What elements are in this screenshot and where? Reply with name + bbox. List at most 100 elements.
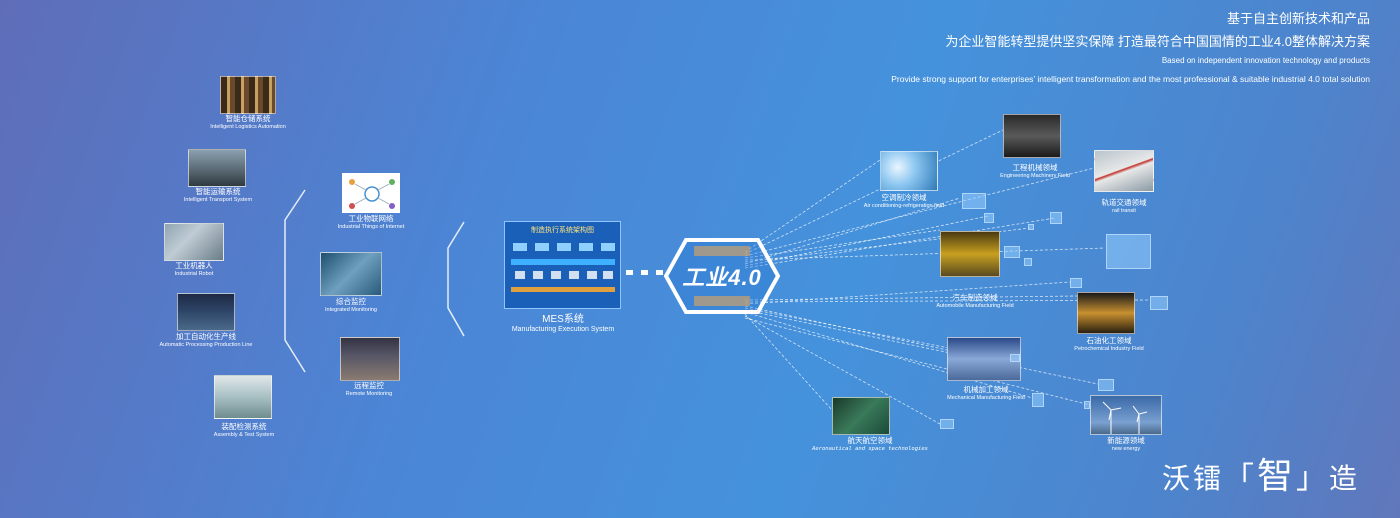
- brand-bracket-close: 」: [1295, 462, 1329, 495]
- intelligent-logistics-en: Intelligent Logistics Automation: [210, 123, 286, 130]
- industrial-robot-en: Industrial Robot: [174, 270, 214, 277]
- iot-network-icon: [349, 179, 395, 209]
- new-energy-image: [1090, 395, 1162, 435]
- new-energy-en: new energy: [1111, 445, 1141, 452]
- decor-square: [1106, 234, 1151, 269]
- new-energy-cn: 新能源领域: [1107, 436, 1145, 445]
- petrochemical-cn: 石油化工领域: [1086, 336, 1132, 345]
- intelligent-transport-caption: 智能运输系统 Intelligent Transport System: [160, 187, 276, 203]
- air-conditioning-en: Air conditioning-refrigeration field: [863, 202, 945, 209]
- remote-monitoring-image: [340, 337, 400, 381]
- decor-square: [1050, 212, 1062, 224]
- decor-square: [940, 419, 954, 429]
- intelligent-logistics-cn: 智能仓储系统: [225, 114, 271, 123]
- decor-square: [1028, 224, 1034, 230]
- processing-line-en: Automatic Processing Production Line: [159, 341, 253, 348]
- industrial-robot-cn: 工业机器人: [175, 261, 213, 270]
- engineering-machinery-image: [1003, 114, 1061, 158]
- processing-line-image: [177, 293, 235, 331]
- assembly-test-cn: 装配检测系统: [221, 422, 267, 431]
- aerospace-caption: 航天航空领域 Aeronautical and space technologi…: [808, 436, 932, 452]
- decor-square: [1024, 258, 1032, 266]
- brand-logo: 沃镭「智」造: [1162, 447, 1360, 499]
- automobile-cn: 汽车制造领域: [952, 293, 998, 302]
- engineering-machinery-caption: 工程机械领域 Engineering Machinery Field: [980, 163, 1090, 179]
- mechanical-manufacturing-en: Mechanical Manufacturing Field: [947, 394, 1025, 401]
- new-energy-caption: 新能源领域 new energy: [1076, 436, 1176, 452]
- mes-system-image: 制造执行系统架构图: [504, 221, 621, 309]
- engineering-machinery-en: Engineering Machinery Field: [1000, 172, 1070, 179]
- decor-square: [962, 193, 986, 209]
- brand-char-1: 沃: [1161, 463, 1193, 494]
- decor-square: [1070, 278, 1082, 288]
- mes-hub-dots: [626, 270, 663, 275]
- left-bracket: [284, 189, 306, 373]
- decor-square: [1098, 379, 1114, 391]
- decor-square: [1032, 393, 1044, 407]
- rail-transit-image: [1094, 150, 1154, 192]
- rail-transit-caption: 轨道交通领域 rail transit: [1074, 198, 1174, 214]
- air-conditioning-caption: 空调制冷领域 Air conditioning-refrigeration fi…: [852, 193, 956, 209]
- automobile-caption: 汽车制造领域 Automobile Manufacturing Field: [920, 293, 1030, 309]
- decor-square: [1004, 246, 1020, 258]
- hub-hexagon: [663, 238, 781, 314]
- middle-bracket: [447, 221, 465, 337]
- air-conditioning-cn: 空调制冷领域: [881, 193, 927, 202]
- industrial-robot-image: [164, 223, 224, 261]
- automobile-image: [940, 231, 1000, 277]
- processing-line-caption: 加工自动化生产线 Automatic Processing Production…: [146, 332, 266, 348]
- intelligent-transport-en: Intelligent Transport System: [183, 196, 253, 203]
- assembly-test-en: Assembly & Test System: [213, 431, 275, 438]
- mes-screen-title: 制造执行系统架构图: [531, 227, 594, 234]
- mechanical-manufacturing-cn: 机械加工领域: [963, 385, 1009, 394]
- aerospace-en: Aeronautical and space technologies: [812, 445, 928, 452]
- mes-en: Manufacturing Execution System: [511, 325, 615, 333]
- header-tagline-en-1: Based on independent innovation technolo…: [1161, 56, 1370, 65]
- brand-char-3: 智: [1256, 455, 1296, 496]
- petrochemical-image: [1077, 292, 1135, 334]
- brand-char-4: 造: [1328, 463, 1360, 494]
- decor-square: [984, 213, 994, 223]
- decor-square: [1010, 354, 1020, 362]
- intelligent-logistics-caption: 智能仓储系统 Intelligent Logistics Automation: [190, 114, 306, 130]
- industrial-iot-image: [342, 173, 400, 213]
- automobile-en: Automobile Manufacturing Field: [936, 302, 1014, 309]
- petrochemical-en: Petrochemical Industry Field: [1074, 345, 1144, 352]
- mes-cn: MES系统: [542, 314, 584, 325]
- industrial-iot-en: Industrial Things of Internet: [337, 223, 405, 230]
- intelligent-transport-image: [188, 149, 246, 187]
- aerospace-cn: 航天航空领域: [847, 436, 893, 445]
- mes-architecture-diagram: [511, 243, 615, 292]
- processing-line-cn: 加工自动化生产线: [176, 332, 236, 341]
- rail-transit-cn: 轨道交通领域: [1101, 198, 1147, 207]
- brand-bracket-open: 「: [1223, 462, 1257, 495]
- industry-4-hub: 工业4.0: [663, 238, 781, 314]
- assembly-test-caption: 装配检测系统 Assembly & Test System: [186, 422, 302, 438]
- remote-monitoring-caption: 远程监控 Remote Monitoring: [310, 381, 428, 397]
- decor-square: [1150, 296, 1168, 310]
- decor-square: [1084, 401, 1090, 409]
- engineering-machinery-cn: 工程机械领域: [1012, 163, 1058, 172]
- assembly-test-image: [214, 375, 272, 419]
- aerospace-image: [832, 397, 890, 435]
- intelligent-transport-cn: 智能运输系统: [195, 187, 241, 196]
- remote-monitoring-en: Remote Monitoring: [345, 390, 393, 397]
- rail-transit-en: rail transit: [1112, 207, 1136, 214]
- header-tagline-en-2: Provide strong support for enterprises’ …: [891, 74, 1370, 84]
- integrated-monitoring-cn: 综合监控: [336, 297, 366, 306]
- header-tagline-cn-1: 基于自主创新技术和产品: [1226, 11, 1370, 26]
- remote-monitoring-cn: 远程监控: [354, 381, 384, 390]
- industrial-iot-cn: 工业物联网络: [348, 214, 394, 223]
- integrated-monitoring-en: Integrated Monitoring: [325, 306, 377, 313]
- mechanical-manufacturing-caption: 机械加工领域 Mechanical Manufacturing Field: [930, 385, 1042, 401]
- mechanical-manufacturing-image: [947, 337, 1021, 381]
- wind-turbine-icon: [1102, 401, 1148, 434]
- integrated-monitoring-image: [320, 252, 382, 296]
- brand-char-2: 镭: [1192, 463, 1224, 494]
- header-tagline-cn-2: 为企业智能转型提供坚实保障 打造最符合中国国情的工业4.0整体解决方案: [945, 34, 1370, 49]
- industrial-iot-caption: 工业物联网络 Industrial Things of Internet: [312, 214, 430, 230]
- intelligent-logistics-image: [220, 76, 276, 114]
- petrochemical-caption: 石油化工领域 Petrochemical Industry Field: [1056, 336, 1162, 352]
- hub-label: 工业4.0: [682, 265, 762, 290]
